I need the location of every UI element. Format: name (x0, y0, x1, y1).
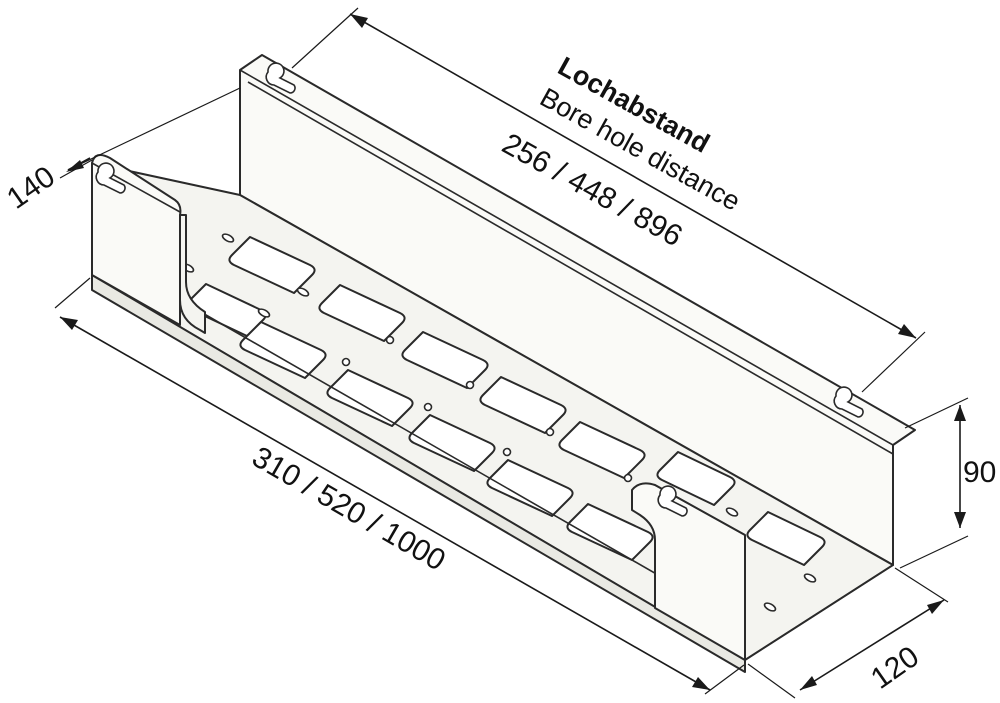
height-front-label: 90 (963, 456, 996, 489)
keyhole-hole-back-left (265, 62, 296, 94)
cutout (479, 376, 567, 434)
cutout (566, 503, 654, 561)
front-wall (91, 274, 746, 673)
cutout (401, 331, 489, 389)
dimension-height-back (59, 87, 241, 179)
height-back-label: 140 (1, 160, 61, 216)
tray-bottom-edge (744, 564, 894, 661)
cutout (228, 236, 316, 294)
keyhole-hole-right (657, 485, 688, 517)
cutout (656, 451, 736, 506)
cutout (318, 284, 406, 342)
cutout (558, 421, 646, 479)
cutout (408, 414, 496, 472)
keyhole-hole-left (95, 162, 126, 194)
cutout (326, 369, 414, 427)
cutout (746, 511, 826, 566)
keyhole-hole-back-right (833, 386, 864, 418)
floor-cutouts (186, 236, 826, 566)
dimension-depth (747, 567, 949, 699)
cutout (486, 459, 574, 517)
dimension-bore-distance (291, 7, 926, 393)
depth-label: 120 (865, 640, 925, 696)
right-end-plate (631, 482, 746, 661)
cutout (239, 321, 327, 379)
dimension-height-front (899, 397, 969, 569)
dimension-length (54, 277, 745, 695)
